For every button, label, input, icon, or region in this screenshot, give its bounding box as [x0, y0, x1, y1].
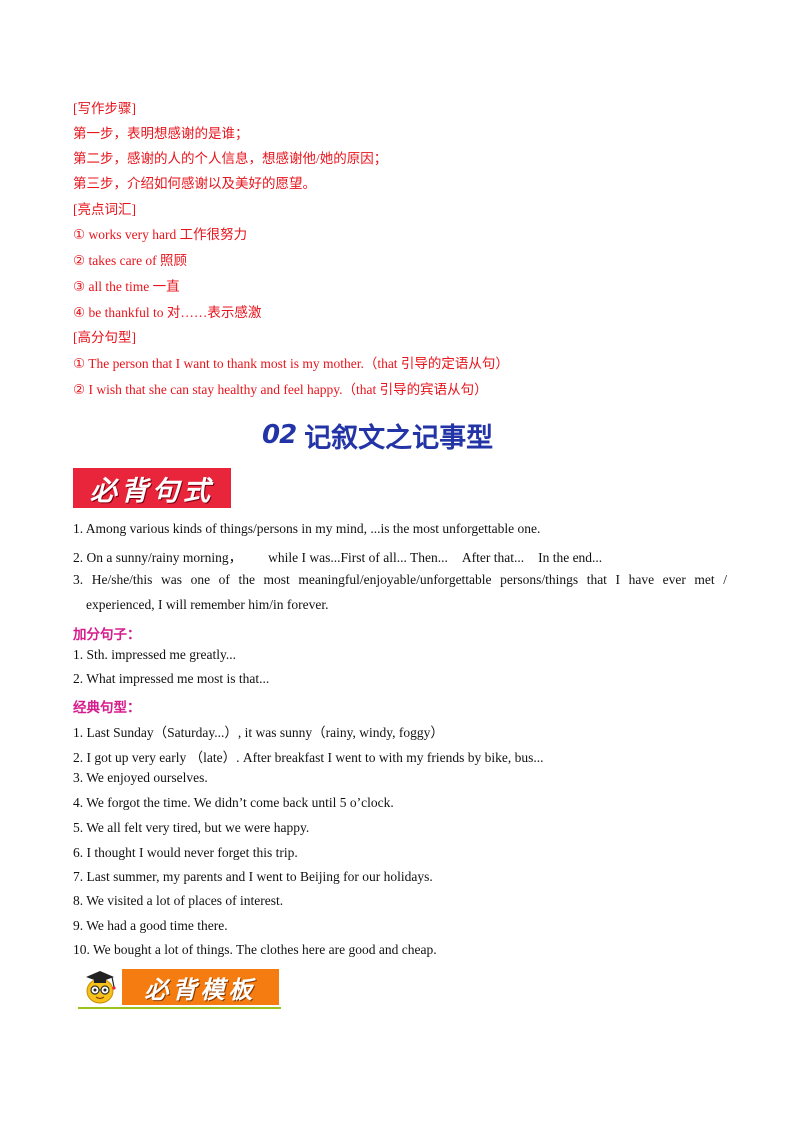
must-memorize-sentences-banner: 必背句式 [73, 468, 231, 508]
step-3: 第三步，介绍如何感谢以及美好的愿望。 [73, 176, 316, 191]
classic-7: 7. Last summer, my parents and I went to… [73, 869, 433, 884]
classic-5: 5. We all felt very tired, but we were h… [73, 820, 310, 835]
vocab-item-3: ③ all the time 一直 [73, 279, 180, 294]
pattern-1: ① The person that I want to thank most i… [73, 356, 509, 371]
section-02-heading: 02 记叙文之记事型 [262, 418, 494, 454]
bonus-sentence-1: 1. Sth. impressed me greatly... [73, 647, 236, 662]
bonus-sentence-2: 2. What impressed me most is that... [73, 671, 270, 686]
graduate-mascot-icon [86, 971, 116, 1004]
pattern-2: ② I wish that she can stay healthy and f… [73, 382, 488, 397]
classic-10: 10. We bought a lot of things. The cloth… [73, 942, 437, 957]
sentence-3: 3. He/she/this was one of the most meani… [73, 572, 727, 612]
classic-9: 9. We had a good time there. [73, 918, 228, 933]
must-memorize-template-banner: 必背模板 [78, 967, 283, 1011]
classic-8: 8. We visited a lot of places of interes… [73, 893, 284, 908]
bonus-sentences-label: 加分句子： [73, 627, 141, 642]
step-1: 第一步，表明想感谢的是谁； [73, 126, 249, 141]
sentence-2: 2. On a sunny/rainy morning，while I was.… [73, 550, 603, 565]
step-2: 第二步，感谢的人的个人信息，想感谢他/她的原因； [73, 151, 388, 166]
section-number: 02 [262, 420, 297, 450]
section-title: 记叙文之记事型 [304, 422, 494, 454]
sentence-1: 1. Among various kinds of things/persons… [73, 521, 541, 536]
classic-1: 1. Last Sunday（Saturday...）, it was sunn… [73, 725, 444, 740]
sentence-patterns-label: [高分句型] [73, 330, 136, 345]
vocab-label: [亮点词汇] [73, 202, 136, 217]
classic-patterns-label: 经典句型： [73, 700, 141, 715]
classic-3: 3. We enjoyed ourselves. [73, 770, 208, 785]
vocab-item-4: ④ be thankful to 对……表示感激 [73, 305, 262, 320]
classic-2: 2. I got up very early （late）. After bre… [73, 750, 544, 765]
vocab-item-1: ① works very hard 工作很努力 [73, 227, 248, 242]
classic-4: 4. We forgot the time. We didn’t come ba… [73, 795, 394, 810]
vocab-item-2: ② takes care of 照顾 [73, 253, 188, 268]
classic-6: 6. I thought I would never forget this t… [73, 845, 298, 860]
writing-steps-label: [写作步骤] [73, 101, 136, 116]
